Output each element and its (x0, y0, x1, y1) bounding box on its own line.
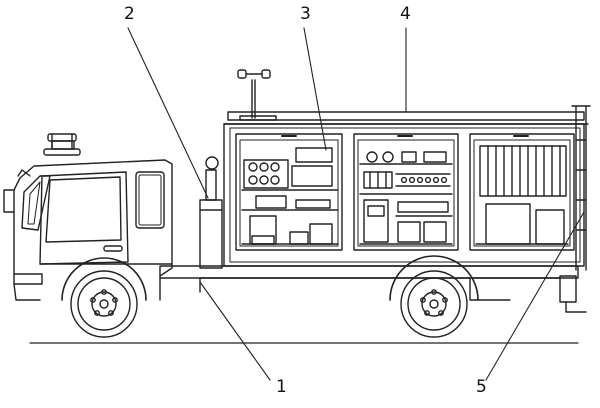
compartment-3 (469, 133, 575, 251)
front-wheel (61, 257, 147, 338)
rear-ladder (571, 105, 591, 271)
callout-3: 3 (300, 4, 311, 24)
leader-line-5 (485, 211, 585, 381)
leader-line-3 (303, 27, 327, 151)
leader-lines (127, 27, 585, 381)
leader-line-1 (199, 281, 271, 381)
connector-section (199, 156, 223, 269)
callout-2: 2 (124, 4, 135, 24)
callout-5: 5 (476, 377, 487, 397)
compartment-1 (235, 133, 343, 251)
callout-1: 1 (276, 377, 287, 397)
roof-beacon (43, 133, 81, 156)
chassis (159, 265, 587, 313)
rear-wheel (389, 255, 479, 338)
equipment-body (223, 69, 591, 271)
leader-line-2 (127, 27, 209, 199)
callout-4: 4 (400, 4, 411, 24)
compartment-2 (353, 133, 459, 251)
cab (3, 133, 173, 301)
